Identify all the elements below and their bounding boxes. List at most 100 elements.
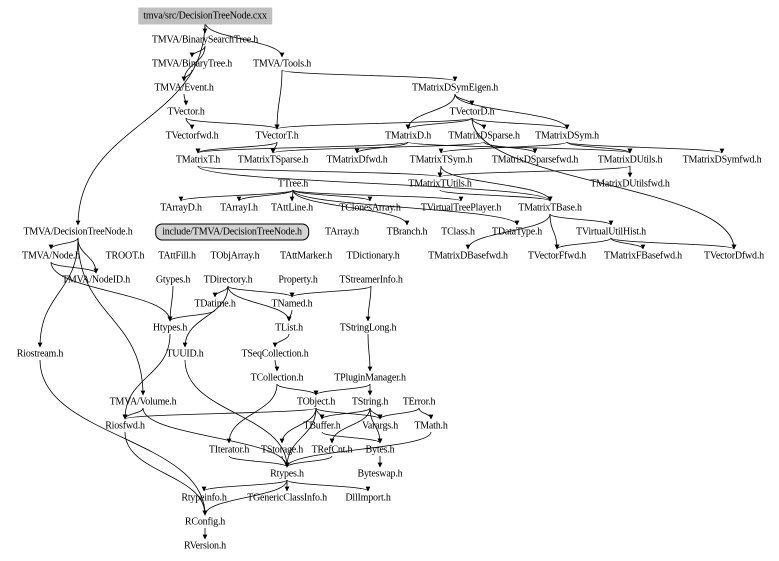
graph-node-tvector[interactable]: TVector.h xyxy=(167,106,205,118)
graph-node-tvectorfwd[interactable]: TVectorfwd.h xyxy=(165,130,219,142)
graph-node-tarrayd[interactable]: TArrayD.h xyxy=(160,202,202,214)
graph-node-tnamed[interactable]: TNamed.h xyxy=(271,298,313,310)
graph-node-tgci[interactable]: TGenericClassInfo.h xyxy=(247,492,327,504)
graph-node-tutils[interactable]: TMatrixTUtils.h xyxy=(408,178,472,190)
graph-node-terror[interactable]: TError.h xyxy=(402,396,436,408)
graph-node-htypes[interactable]: Htypes.h xyxy=(152,322,188,334)
graph-node-dsymfwd[interactable]: TMatrixDSymfwd.h xyxy=(682,154,762,166)
graph-edge-tbuffer-to-bytes xyxy=(321,431,383,444)
graph-edge-ttree-to-tdatatype xyxy=(292,189,520,226)
graph-node-tuuid[interactable]: TUUID.h xyxy=(166,348,204,360)
graph-node-dutils[interactable]: TMatrixDUtils.h xyxy=(597,154,663,166)
graph-node-riostream[interactable]: Riostream.h xyxy=(16,348,64,360)
graph-node-tbase[interactable]: TMatrixTBase.h xyxy=(518,202,582,214)
graph-node-dbasefwd[interactable]: TMatrixDBasefwd.h xyxy=(428,250,508,262)
graph-node-vdfwd[interactable]: TVectorDfwd.h xyxy=(704,250,764,262)
graph-node-tstring[interactable]: TString.h xyxy=(351,396,389,408)
graph-edge-tobject-to-tstorage xyxy=(279,407,317,444)
graph-node-tattline[interactable]: TAttLine.h xyxy=(271,202,313,214)
graph-node-symeigen[interactable]: TMatrixDSymEigen.h xyxy=(411,82,499,94)
graph-node-dfwd[interactable]: TMatrixDfwd.h xyxy=(326,154,388,166)
graph-node-tsym[interactable]: TMatrixTSym.h xyxy=(409,154,473,166)
graph-node-nodeid[interactable]: TMVA/NodeID.h xyxy=(61,274,131,286)
graph-node-titer[interactable]: TIterator.h xyxy=(208,444,250,456)
graph-node-tbranch[interactable]: TBranch.h xyxy=(386,226,428,238)
graph-edge-tvector-to-tvectorfwd xyxy=(185,117,195,130)
graph-edge-tstring-to-trefcnt xyxy=(329,407,371,444)
graph-node-property[interactable]: Property.h xyxy=(278,274,318,286)
graph-edge-tobject-to-riosfwd xyxy=(122,407,317,420)
graph-node-tdatatype[interactable]: TDataType.h xyxy=(491,226,543,238)
graph-node-tsparse[interactable]: TMatrixTSparse.h xyxy=(237,154,309,166)
graph-node-tvectord[interactable]: TVectorD.h xyxy=(449,106,495,118)
graph-node-troot[interactable]: TROOT.h xyxy=(105,250,145,262)
graph-node-tseqcoll[interactable]: TSeqCollection.h xyxy=(241,348,309,360)
graph-edge-dtnode-to-node xyxy=(48,237,79,250)
graph-node-tvtp[interactable]: TVirtualTreePlayer.h xyxy=(420,202,502,214)
graph-node-dsparse[interactable]: TMatrixDSparse.h xyxy=(448,130,520,142)
graph-node-tvuh[interactable]: TVirtualUtilHist.h xyxy=(576,226,646,238)
graph-node-tarray[interactable]: TArray.h xyxy=(325,226,359,238)
graph-edge-dsym-to-dutils xyxy=(566,141,633,154)
graph-node-dsym[interactable]: TMatrixDSym.h xyxy=(535,130,599,142)
graph-node-dtnode[interactable]: TMVA/DecisionTreeNode.h xyxy=(23,226,133,238)
graph-edge-root-to-dtnode xyxy=(75,21,206,226)
graph-node-tdir[interactable]: TDirectory.h xyxy=(203,274,253,286)
graph-edge-tsym-to-tbase xyxy=(440,165,553,202)
graph-node-tattfill[interactable]: TAttFill.h xyxy=(158,250,196,262)
graph-node-tvectort[interactable]: TVectorT.h xyxy=(255,130,299,142)
graph-edge-tbase-to-tvuh xyxy=(549,213,614,226)
graph-node-tmatrixt[interactable]: TMatrixT.h xyxy=(175,154,221,166)
graph-node-bytes[interactable]: Bytes.h xyxy=(365,444,395,456)
graph-node-tclass[interactable]: TClass.h xyxy=(441,226,475,238)
graph-node-gtypes[interactable]: Gtypes.h xyxy=(155,274,191,286)
graph-node-rconfig[interactable]: RConfig.h xyxy=(184,516,226,528)
graph-node-dsparsefwd[interactable]: TMatrixDSparsefwd.h xyxy=(491,154,579,166)
graph-node-vffwd[interactable]: TVectorFfwd.h xyxy=(527,250,587,262)
graph-node-tdict[interactable]: TDictionary.h xyxy=(346,250,400,262)
graph-node-rtypeinfo[interactable]: Rtypeinfo.h xyxy=(181,492,227,504)
graph-node-tools[interactable]: TMVA/Tools.h xyxy=(252,58,312,70)
graph-edge-tuuid-to-rtypes xyxy=(184,359,290,468)
graph-node-volume[interactable]: TMVA/Volume.h xyxy=(109,396,177,408)
graph-node-tplugin[interactable]: TPluginManager.h xyxy=(334,372,406,384)
graph-node-event[interactable]: TMVA/Event.h xyxy=(154,82,214,94)
graph-node-dutilsfwd[interactable]: TMatrixDUtilsfwd.h xyxy=(590,178,670,190)
graph-edge-event-to-tvector xyxy=(183,93,189,106)
graph-node-incdtn[interactable]: include/TMVA/DecisionTreeNode.h xyxy=(155,223,309,241)
graph-edge-tsinfo-to-tstrlong xyxy=(365,285,372,322)
graph-node-trefcnt[interactable]: TRefCnt.h xyxy=(311,444,353,456)
graph-node-varargs[interactable]: Varargs.h xyxy=(361,420,399,432)
graph-edge-tsinfo-to-tnamed xyxy=(289,285,372,298)
graph-node-tarrayi[interactable]: TArrayI.h xyxy=(220,202,258,214)
graph-node-rversion[interactable]: RVersion.h xyxy=(184,540,226,552)
graph-node-root[interactable]: tmva/src/DecisionTreeNode.cxx xyxy=(138,7,272,25)
graph-node-rtypes[interactable]: Rtypes.h xyxy=(270,468,304,480)
graph-node-tmath[interactable]: TMath.h xyxy=(414,420,448,432)
graph-node-tcoll[interactable]: TCollection.h xyxy=(250,372,304,384)
graph-node-riosfwd[interactable]: Riosfwd.h xyxy=(105,420,145,432)
graph-node-tobject[interactable]: TObject.h xyxy=(296,396,336,408)
graph-node-tstorage[interactable]: TStorage.h xyxy=(260,444,304,456)
graph-edge-dsparse-to-tsparse xyxy=(270,141,485,154)
graph-edge-node-to-nodeid xyxy=(50,261,99,274)
graph-node-ttree[interactable]: TTree.h xyxy=(277,178,309,190)
graph-node-tsinfo[interactable]: TStreamerInfo.h xyxy=(339,274,403,286)
graph-node-tlist[interactable]: TList.h xyxy=(275,322,303,334)
graph-node-tbuffer[interactable]: TBuffer.h xyxy=(303,420,341,432)
graph-node-node[interactable]: TMVA/Node.h xyxy=(22,250,80,262)
graph-node-tmatrixd[interactable]: TMatrixD.h xyxy=(384,130,432,142)
graph-edge-titer-to-rtypes xyxy=(228,455,290,468)
graph-node-tstrlong[interactable]: TStringLong.h xyxy=(339,322,397,334)
graph-node-byteswap[interactable]: Byteswap.h xyxy=(357,468,403,480)
graph-node-dllimport[interactable]: DllImport.h xyxy=(345,492,391,504)
graph-node-bt[interactable]: TMVA/BinaryTree.h xyxy=(151,58,233,70)
graph-edge-tmatrixd-to-dutils xyxy=(407,141,633,154)
graph-node-tdatime[interactable]: TDatime.h xyxy=(194,298,236,310)
graph-edge-tvector-to-tvectort xyxy=(185,117,280,130)
graph-node-tclones[interactable]: TClonesArray.h xyxy=(339,202,401,214)
graph-node-tobjarray[interactable]: TObjArray.h xyxy=(210,250,260,262)
graph-node-fbasefwd[interactable]: TMatrixFBasefwd.h xyxy=(604,250,682,262)
graph-node-bst[interactable]: TMVA/BinarySearchTree.h xyxy=(151,34,259,46)
graph-node-tattmarker[interactable]: TAttMarker.h xyxy=(279,250,333,262)
